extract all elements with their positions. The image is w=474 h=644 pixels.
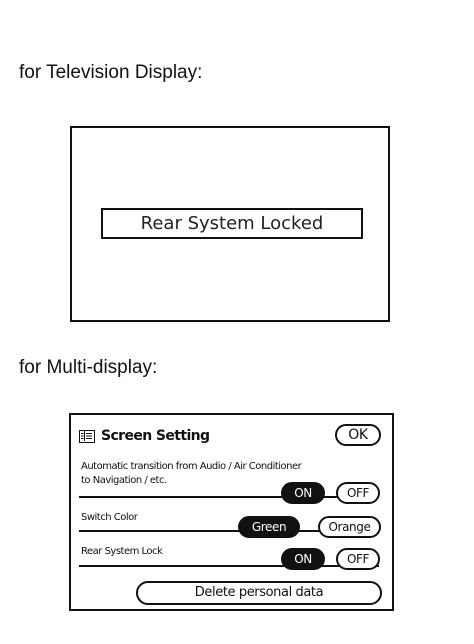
screen-setting-header: Screen Setting [79,424,210,448]
auto-transition-label-line2: to Navigation / etc. [81,475,167,486]
rear-system-lock-on-button[interactable]: ON [281,548,325,570]
rear-system-lock-label: Rear System Lock [81,546,163,557]
multi-display-caption: for Multi-display: [19,357,158,378]
row-divider [79,530,379,532]
ok-button[interactable]: OK [335,424,381,446]
auto-transition-off-button[interactable]: OFF [336,482,380,504]
screen-setting-title: Screen Setting [101,428,210,444]
tv-caption: for Television Display: [19,62,203,83]
delete-personal-data-button[interactable]: Delete personal data [136,581,382,605]
auto-transition-on-button[interactable]: ON [281,482,325,504]
multi-display-frame: Screen Setting OK Automatic transition f… [69,413,394,611]
auto-transition-label-line1: Automatic transition from Audio / Air Co… [81,461,302,472]
row-divider [79,496,349,498]
row-divider [79,565,379,567]
switch-color-orange-button[interactable]: Orange [318,516,381,538]
rear-system-lock-off-button[interactable]: OFF [336,548,380,570]
rear-system-locked-message: Rear System Locked [101,208,363,239]
tv-display-frame: Rear System Locked [70,126,390,322]
screen-list-icon [79,429,95,443]
switch-color-green-button[interactable]: Green [238,516,300,538]
switch-color-label: Switch Color [81,512,138,523]
